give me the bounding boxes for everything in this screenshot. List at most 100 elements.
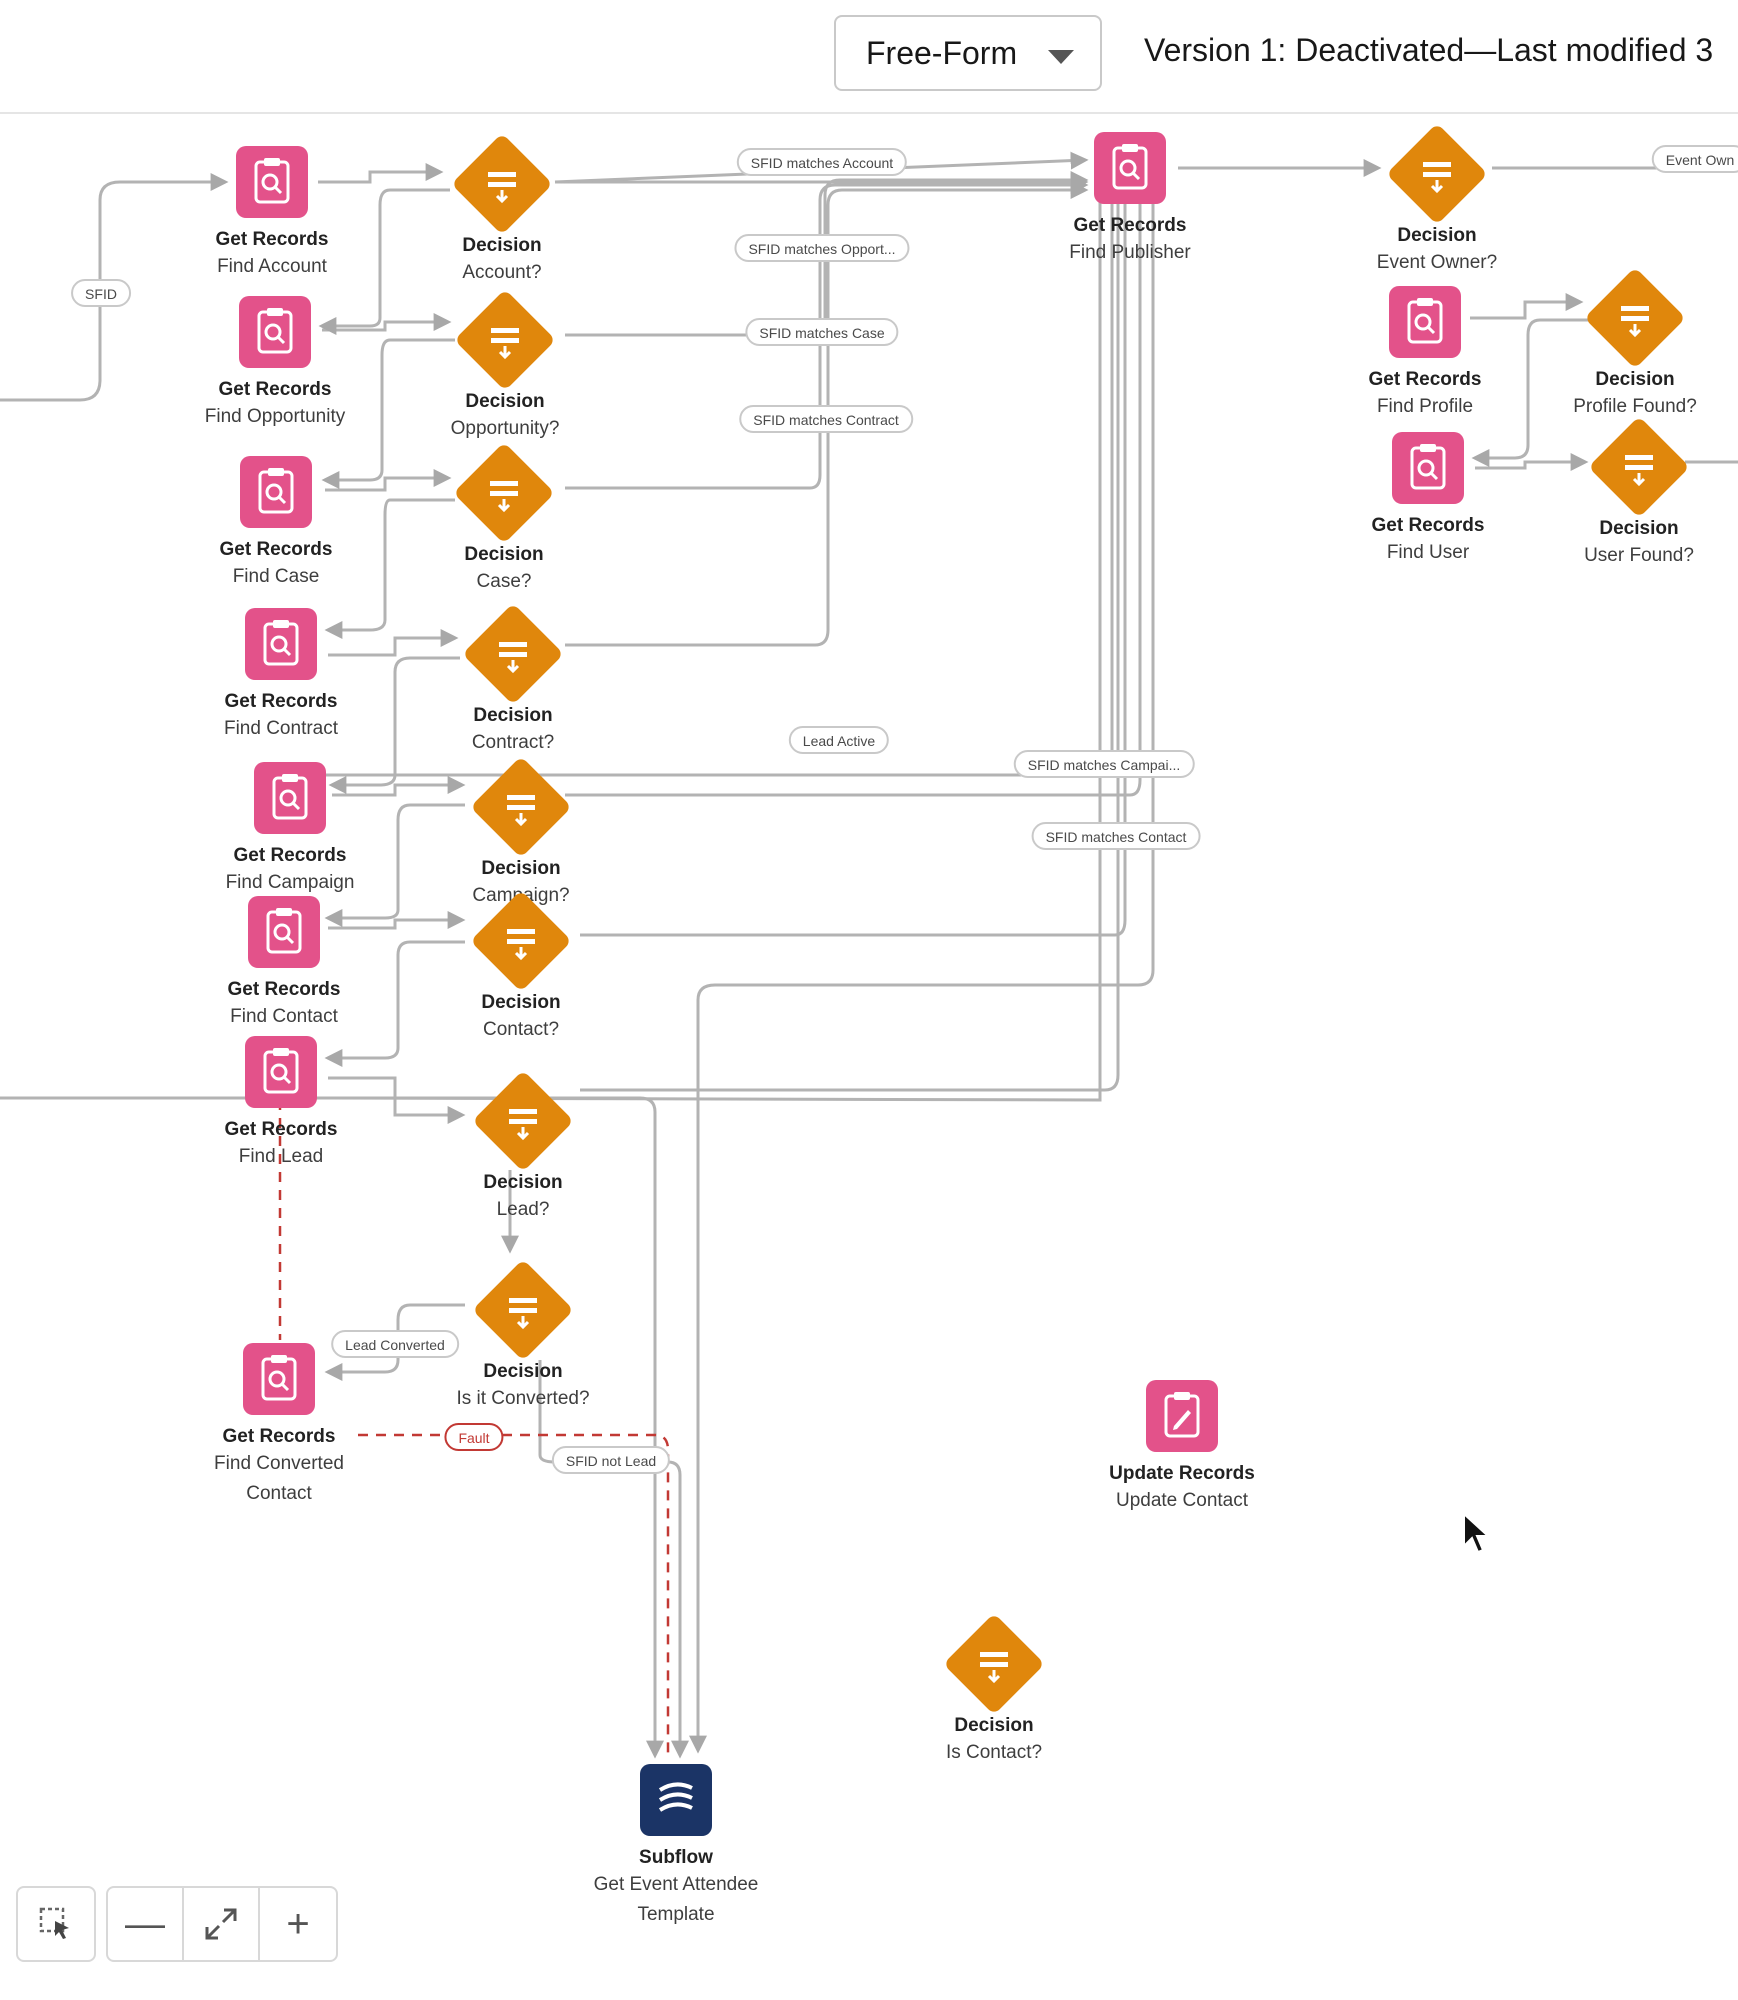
decision-contract[interactable]: Decision Contract?	[408, 603, 618, 758]
get-records-icon	[254, 762, 326, 834]
get-records-glyph	[1407, 298, 1443, 344]
node-label: Profile Found?	[1573, 396, 1697, 417]
node-type: Decision	[1397, 225, 1477, 246]
get-records-find-opportunity[interactable]: Get Records Find Opportunity	[170, 296, 380, 432]
decision-case[interactable]: Decision Case?	[399, 442, 609, 597]
select-tool-button[interactable]	[18, 1888, 94, 1960]
decision-icon	[451, 133, 553, 235]
get-records-glyph	[261, 1355, 297, 1401]
decision-icon	[472, 1259, 574, 1361]
decision-glyph	[499, 642, 527, 674]
get-records-glyph	[263, 620, 299, 666]
connector-label[interactable]: SFID matches Campai...	[1013, 750, 1195, 778]
connector-label[interactable]: Lead Converted	[331, 1330, 459, 1358]
decision-icon	[462, 603, 564, 705]
zoom-in-button[interactable]: +	[260, 1888, 336, 1960]
node-type: Decision	[481, 992, 561, 1013]
get-records-find-publisher[interactable]: Get Records Find Publisher	[1025, 132, 1235, 268]
node-type: Decision	[481, 858, 561, 879]
node-type: Decision	[473, 705, 553, 726]
get-records-find-user[interactable]: Get Records Find User	[1323, 432, 1533, 568]
subflow-icon	[640, 1764, 712, 1836]
node-label: Find Contract	[223, 718, 339, 739]
get-records-find-converted-contact[interactable]: Get Records Find Converted Contact	[174, 1343, 384, 1509]
decision-glyph	[490, 481, 518, 513]
decision-contact[interactable]: Decision Contact?	[416, 890, 626, 1045]
decision-icon	[1386, 123, 1488, 225]
connector-label[interactable]: Event Own	[1651, 145, 1738, 173]
layout-mode-select[interactable]: Free-Form	[834, 15, 1102, 91]
decision-glyph	[1625, 455, 1653, 487]
fault-connector-label[interactable]: Fault	[444, 1423, 504, 1451]
canvas-toolbar: Free-Form Version 1: Deactivated—Last mo…	[0, 0, 1738, 114]
get-records-find-lead[interactable]: Get Records Find Lead	[176, 1036, 386, 1172]
decision-glyph	[491, 328, 519, 360]
node-label: Find Account	[217, 256, 327, 277]
update-records-update-contact[interactable]: Update Records Update Contact	[1077, 1380, 1287, 1516]
node-label: Is it Converted?	[456, 1388, 590, 1409]
plus-icon: +	[286, 1901, 310, 1946]
decision-event-owner[interactable]: Decision Event Owner?	[1332, 123, 1542, 278]
get-records-find-campaign[interactable]: Get Records Find Campaign	[185, 762, 395, 898]
connector-label[interactable]: SFID matches Contract	[739, 405, 913, 433]
subflow-get-event-attendee-template[interactable]: Subflow Get Event Attendee Template	[571, 1764, 781, 1930]
connector-label[interactable]: SFID matches Contact	[1031, 822, 1201, 850]
node-type: Decision	[483, 1172, 563, 1193]
get-records-find-contract[interactable]: Get Records Find Contract	[176, 608, 386, 744]
decision-is-contact[interactable]: Decision Is Contact?	[889, 1613, 1099, 1768]
decision-glyph	[507, 795, 535, 827]
mouse-pointer-icon	[1463, 1512, 1490, 1554]
connector-label[interactable]: Lead Active	[788, 726, 890, 754]
decision-icon	[1588, 416, 1690, 518]
node-label: Contact?	[482, 1019, 560, 1040]
get-records-glyph	[266, 908, 302, 954]
decision-user-found[interactable]: Decision User Found?	[1534, 416, 1738, 571]
decision-glyph	[507, 929, 535, 961]
zoom-out-button[interactable]: —	[108, 1888, 184, 1960]
decision-glyph	[1423, 162, 1451, 194]
node-label: Find Opportunity	[204, 406, 346, 427]
get-records-icon	[1389, 286, 1461, 358]
connector-label[interactable]: SFID	[71, 279, 131, 307]
decision-glyph	[509, 1298, 537, 1330]
update-records-glyph	[1164, 1392, 1200, 1438]
get-records-find-contact[interactable]: Get Records Find Contact	[179, 896, 389, 1032]
connector-label[interactable]: SFID matches Account	[736, 148, 908, 176]
get-records-icon	[248, 896, 320, 968]
node-type: Subflow	[639, 1847, 713, 1868]
decision-campaign[interactable]: Decision Campaign?	[416, 756, 626, 911]
get-records-find-profile[interactable]: Get Records Find Profile	[1320, 286, 1530, 422]
decision-lead[interactable]: Decision Lead?	[418, 1070, 628, 1225]
decision-opportunity[interactable]: Decision Opportunity?	[400, 289, 610, 444]
node-label: Lead?	[496, 1199, 550, 1220]
fit-to-view-button[interactable]	[184, 1888, 260, 1960]
node-type: Decision	[462, 235, 542, 256]
node-type: Get Records	[215, 229, 329, 250]
connector-label[interactable]: SFID matches Opport...	[734, 234, 910, 262]
decision-account[interactable]: Decision Account?	[397, 133, 607, 288]
node-type: Get Records	[224, 1119, 338, 1140]
decision-glyph	[509, 1109, 537, 1141]
get-records-icon	[236, 146, 308, 218]
connector-label[interactable]: SFID matches Case	[745, 318, 899, 346]
node-label: Find Contact	[230, 1006, 338, 1027]
expand-icon	[205, 1908, 237, 1940]
node-type: Get Records	[222, 1426, 336, 1447]
zoom-controls: — +	[106, 1886, 338, 1962]
version-status: Version 1: Deactivated—Last modified 3	[1144, 32, 1714, 68]
node-type: Get Records	[218, 379, 332, 400]
node-label: Find Publisher	[1069, 242, 1191, 263]
decision-profile-found[interactable]: Decision Profile Found?	[1530, 267, 1738, 422]
node-type: Decision	[954, 1715, 1034, 1736]
connector-label[interactable]: SFID not Lead	[551, 1446, 671, 1474]
node-label: Find Converted Contact	[214, 1453, 344, 1504]
node-label: Is Contact?	[945, 1742, 1043, 1763]
get-records-find-account[interactable]: Get Records Find Account	[167, 146, 377, 282]
get-records-icon	[245, 608, 317, 680]
decision-is-it-converted[interactable]: Decision Is it Converted?	[418, 1259, 628, 1414]
node-label: User Found?	[1584, 545, 1694, 566]
get-records-find-case[interactable]: Get Records Find Case	[171, 456, 381, 592]
node-type: Decision	[1599, 518, 1679, 539]
node-label: Contract?	[471, 732, 555, 753]
